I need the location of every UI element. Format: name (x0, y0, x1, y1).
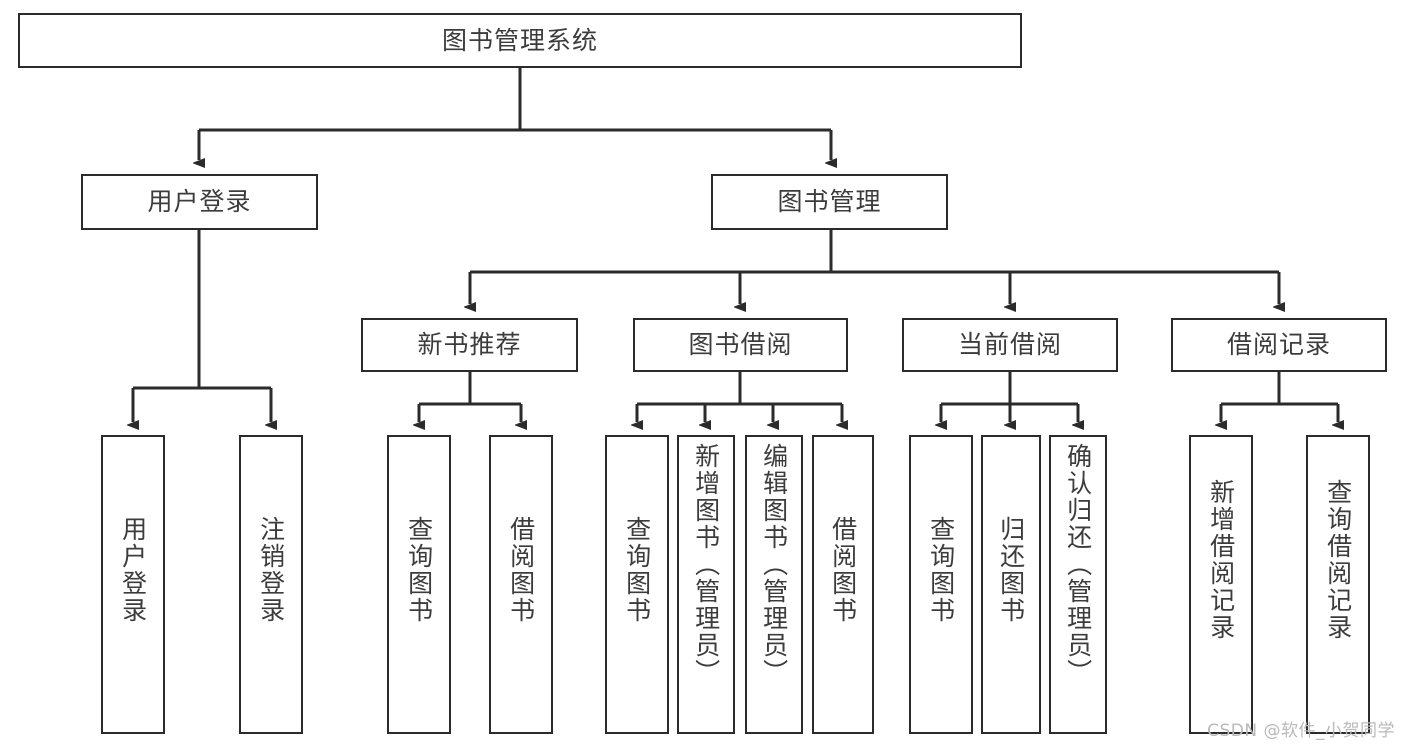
leaf-current-confirm-return-admin[interactable]: 确认归还（管理员） (1049, 435, 1107, 734)
node-label: 查询借阅记录 (1323, 479, 1353, 641)
leaf-user-login-logout[interactable]: 注销登录 (239, 435, 303, 734)
node-label: 新书推荐 (417, 330, 522, 360)
csdn-watermark: CSDN @软件_小贺同学 (1207, 721, 1395, 741)
node-label: 新增借阅记录 (1206, 479, 1236, 641)
leaf-borrow-query-book[interactable]: 查询图书 (605, 435, 669, 734)
node-borrow-record[interactable]: 借阅记录 (1171, 318, 1387, 372)
leaf-new-book-borrow-book[interactable]: 借阅图书 (489, 435, 553, 734)
node-user-login[interactable]: 用户登录 (81, 174, 318, 230)
node-book-borrow[interactable]: 图书借阅 (633, 318, 848, 372)
node-label: 借阅图书 (506, 516, 536, 624)
node-label: 借阅记录 (1226, 330, 1331, 360)
node-label: 用户登录 (118, 516, 148, 624)
node-label: 借阅图书 (828, 516, 858, 624)
node-current-borrow[interactable]: 当前借阅 (902, 318, 1118, 372)
leaf-new-book-query-book[interactable]: 查询图书 (387, 435, 451, 734)
node-new-book-recommend[interactable]: 新书推荐 (361, 318, 578, 372)
node-label: 当前借阅 (957, 330, 1062, 360)
node-label: 归还图书 (996, 516, 1026, 624)
node-root-system[interactable]: 图书管理系统 (18, 13, 1022, 68)
node-label: 用户登录 (147, 187, 252, 217)
node-label: 新增图书（管理员） (691, 443, 721, 686)
node-label: 图书管理系统 (441, 25, 598, 55)
node-label: 查询图书 (622, 516, 652, 624)
node-label: 图书借阅 (688, 330, 793, 360)
node-label: 确认归还（管理员） (1063, 443, 1093, 686)
leaf-borrow-borrow-book[interactable]: 借阅图书 (812, 435, 874, 734)
node-book-management[interactable]: 图书管理 (711, 174, 948, 230)
node-label: 图书管理 (777, 187, 882, 217)
leaf-borrow-edit-book-admin[interactable]: 编辑图书（管理员） (745, 435, 803, 734)
node-label: 注销登录 (256, 516, 286, 624)
leaf-record-query-record[interactable]: 查询借阅记录 (1306, 435, 1370, 734)
leaf-user-login-login[interactable]: 用户登录 (101, 435, 165, 734)
node-label: 编辑图书（管理员） (759, 443, 789, 686)
node-label: 查询图书 (926, 516, 956, 624)
leaf-record-add-record[interactable]: 新增借阅记录 (1189, 435, 1253, 734)
node-label: 查询图书 (404, 516, 434, 624)
leaf-current-query-book[interactable]: 查询图书 (909, 435, 973, 734)
leaf-borrow-add-book-admin[interactable]: 新增图书（管理员） (677, 435, 735, 734)
leaf-current-return-book[interactable]: 归还图书 (981, 435, 1041, 734)
